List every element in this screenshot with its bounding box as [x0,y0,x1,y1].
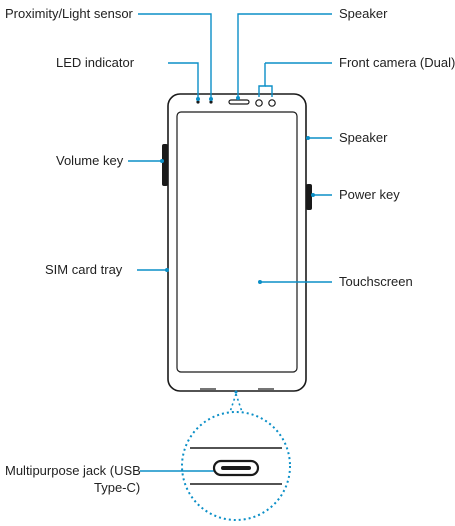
front-camera-lens-1 [255,99,263,107]
label-front-camera: Front camera (Dual) [339,55,455,70]
top-speaker-grille [228,99,250,105]
led-indicator-dot [196,100,200,104]
proximity-sensor-dot [209,100,213,104]
label-touchscreen: Touchscreen [339,274,413,289]
label-power-key: Power key [339,187,400,202]
usb-c-magnifier [181,393,291,521]
label-speaker-side: Speaker [339,130,388,145]
front-camera-lens-2 [268,99,276,107]
touchscreen-area [176,111,298,373]
leader-lines [128,13,332,473]
phone-body [162,93,312,394]
label-speaker-top: Speaker [339,6,388,21]
power-key-shape [306,184,312,210]
volume-key-shape [162,144,168,186]
label-multipurpose-jack-line1: Multipurpose jack (USB [5,463,141,478]
label-sim-card-tray: SIM card tray [45,262,123,277]
label-proximity-light-sensor: Proximity/Light sensor [5,6,134,21]
label-led-indicator: LED indicator [56,55,135,70]
label-volume-key: Volume key [56,153,124,168]
label-multipurpose-jack-line2: Type-C) [94,480,140,495]
